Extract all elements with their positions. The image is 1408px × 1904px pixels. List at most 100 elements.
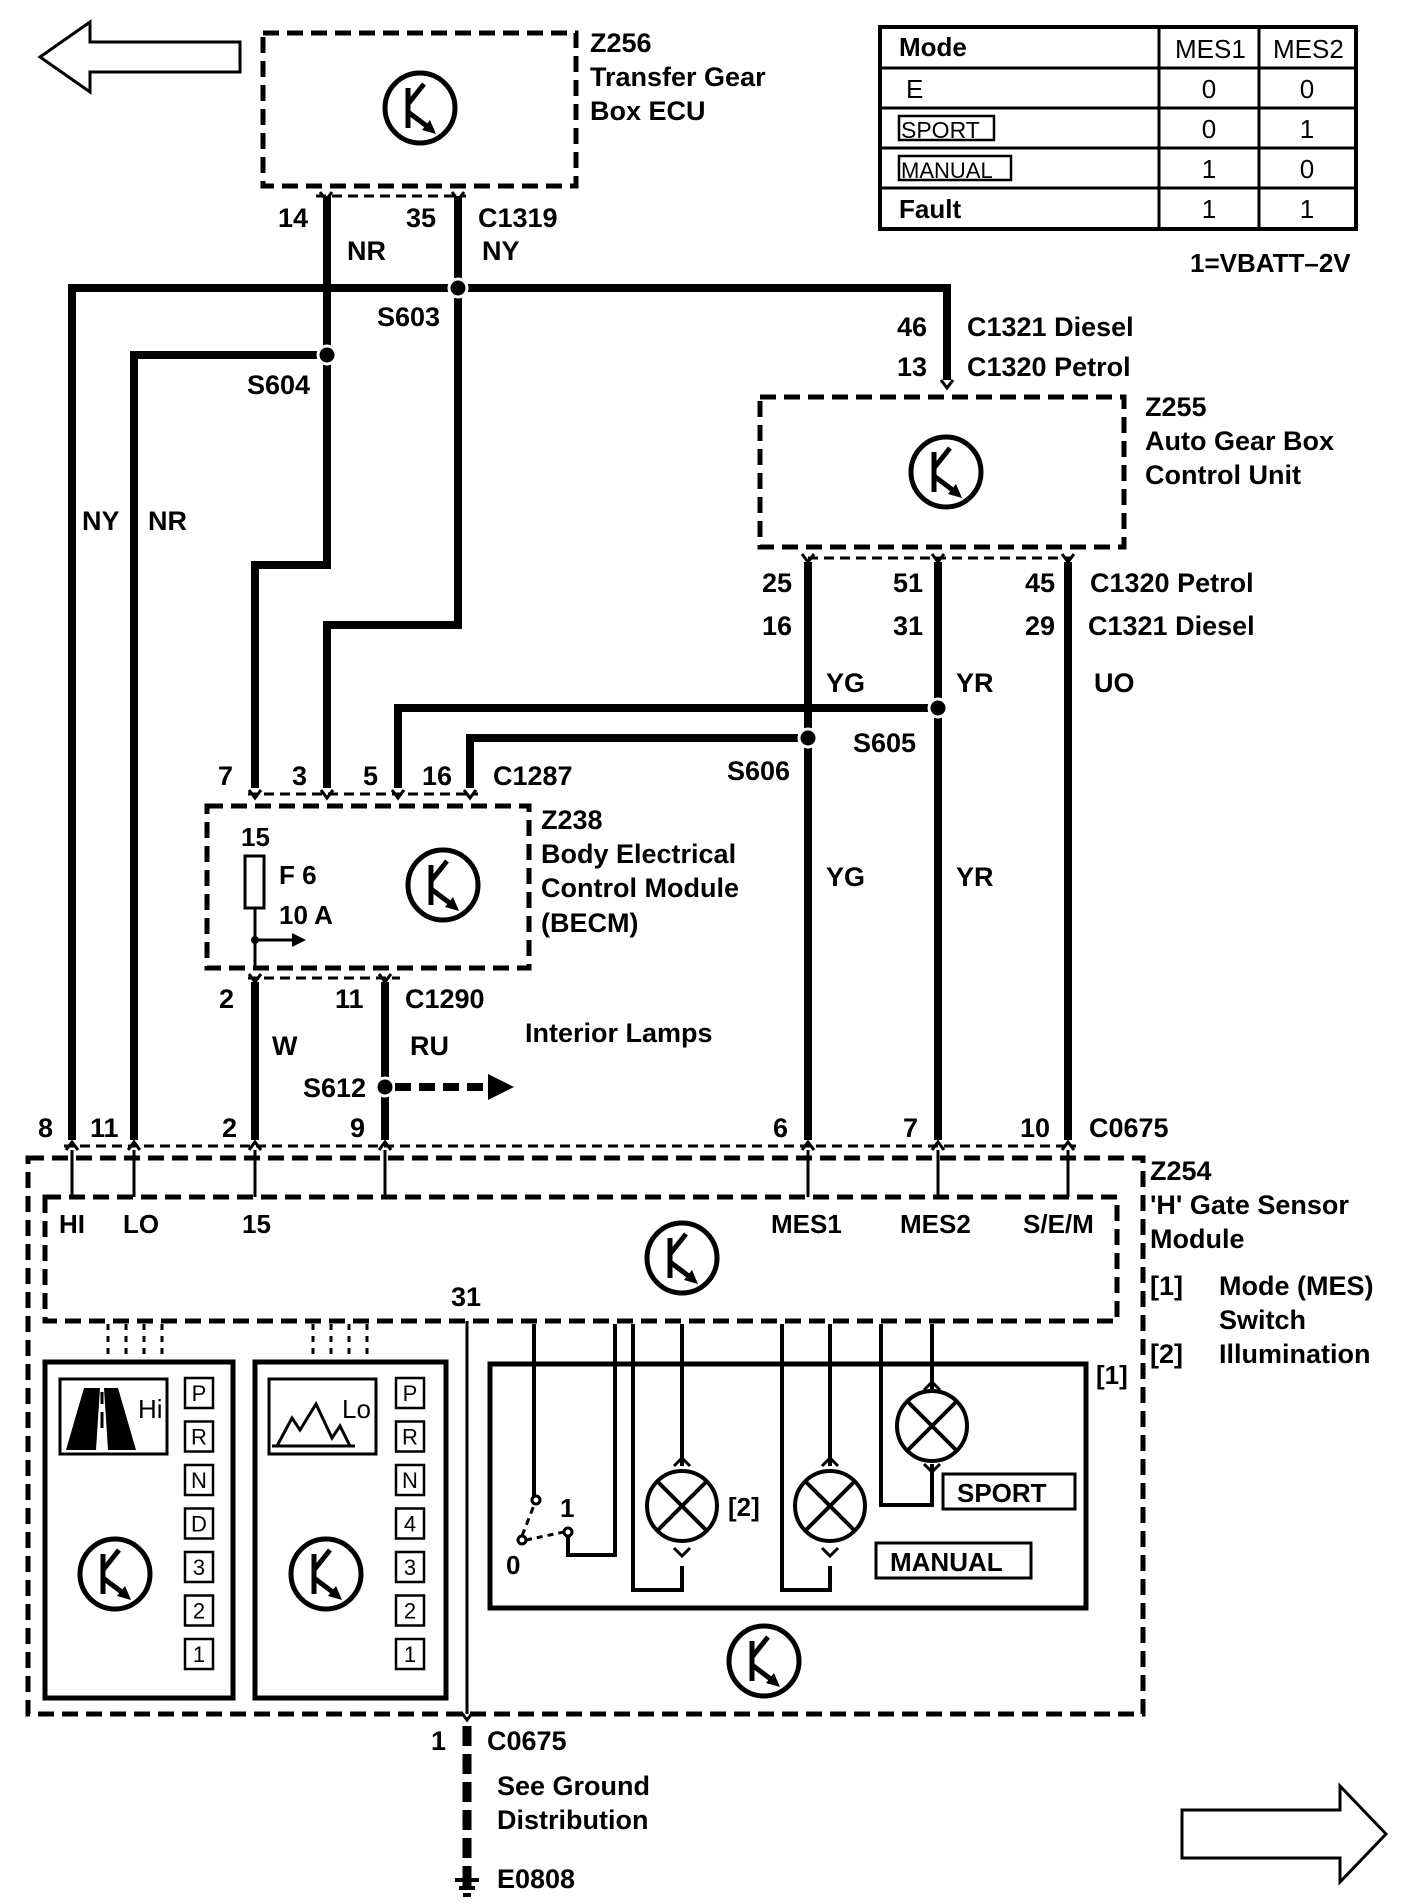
ground-pin-1: 1 (431, 1726, 446, 1756)
z238-body-electrical-control-module: Z238 Body Electrical Control Module (BEC… (204, 803, 739, 971)
splice-s604: S604 (247, 370, 310, 400)
mode-switch-ecu-icon (729, 1626, 799, 1696)
ground-line1: See Ground (497, 1771, 650, 1801)
hi-range-panel: Hi (42, 1359, 236, 1701)
table-row-mode: E (906, 74, 923, 104)
connector-c0675-b: C0675 (487, 1726, 567, 1756)
hi-gear-box (183, 1507, 215, 1540)
sport-label: SPORT (957, 1478, 1047, 1508)
lo-gear-box (394, 1594, 426, 1627)
pin-11: 11 (335, 984, 364, 1014)
lo-gear-label: R (402, 1425, 418, 1450)
lo-gear-label: 4 (404, 1512, 416, 1537)
z255-id: Z255 (1145, 392, 1207, 422)
road-icon (66, 1388, 136, 1450)
pin-16: 16 (422, 761, 452, 791)
z238-line3: (BECM) (541, 908, 638, 938)
hi-gear-box (183, 1376, 215, 1410)
wire-ny-left: NY (82, 506, 120, 536)
ref-1-box: [1] (1096, 1360, 1128, 1390)
legend-1-line2: Switch (1219, 1305, 1306, 1335)
pin-25: 25 (762, 568, 792, 598)
splice-s605-dot (927, 697, 949, 719)
connector-c1320-petrol: C1320 Petrol (967, 352, 1131, 382)
z256-line1: Transfer Gear (590, 62, 766, 92)
pin-2: 2 (219, 984, 234, 1014)
connector-c1290: C1290 (405, 984, 485, 1014)
lo-gear-box (394, 1550, 426, 1584)
connector-c1319: C1319 (478, 203, 558, 233)
gate-label-lo: LO (123, 1209, 159, 1239)
gate-label-sem: S/E/M (1023, 1209, 1094, 1239)
table-row-mes1: 1 (1202, 194, 1216, 224)
hi-label: Hi (138, 1394, 163, 1424)
lo-gear-label: N (402, 1468, 418, 1493)
gate-pin-7: 7 (903, 1113, 918, 1143)
z255-ecu-icon (911, 437, 981, 507)
lo-gear-box (394, 1420, 426, 1453)
z254-h-gate-sensor-module: Z254 'H' Gate Sensor Module HI LO 15 MES… (25, 1150, 1374, 1717)
previous-page-arrow-icon[interactable] (37, 19, 242, 95)
sport-lamp-icon (895, 1389, 969, 1463)
manual-label: MANUAL (890, 1547, 1003, 1577)
table-header-mes1: MES1 (1175, 34, 1246, 64)
table-row-mode-sport: SPORT (901, 117, 980, 143)
mode-table: Mode MES1 MES2 E 0 0 SPORT 0 1 MANUAL 1 … (878, 25, 1358, 231)
z254-line2: Module (1150, 1224, 1245, 1254)
z255-line2: Control Unit (1145, 460, 1301, 490)
wire-ny-top: NY (482, 236, 520, 266)
pin-35: 35 (406, 203, 436, 233)
illumination-lamp-icon (645, 1469, 719, 1543)
gate-pin-6: 6 (773, 1113, 788, 1143)
splice-s606-dot (797, 727, 819, 749)
ground-line2: Distribution (497, 1805, 648, 1835)
wire-nr-left: NR (148, 506, 187, 536)
table-row-mes2: 0 (1300, 154, 1314, 184)
splice-s605: S605 (853, 728, 916, 758)
pin-13: 13 (897, 352, 927, 382)
gate-pin-2: 2 (222, 1113, 237, 1143)
lo-gear-box (394, 1463, 426, 1497)
table-row-mes1: 0 (1202, 114, 1216, 144)
hi-gear-box (183, 1594, 215, 1627)
gate-pin-8: 8 (38, 1113, 53, 1143)
gate-label-hi: HI (59, 1209, 85, 1239)
gate-label-15: 15 (242, 1209, 271, 1239)
mountain-icon (275, 1400, 352, 1447)
table-row-mes2: 0 (1300, 74, 1314, 104)
legend-ref-1: [1] (1150, 1271, 1183, 1301)
table-row-mes2: 1 (1300, 114, 1314, 144)
table-row-mode-manual: MANUAL (901, 158, 993, 183)
z254-id: Z254 (1150, 1156, 1212, 1186)
hi-gear-box (183, 1420, 215, 1453)
fuse-icon (243, 854, 266, 910)
connector-c1321-diesel: C1321 Diesel (967, 312, 1134, 342)
hi-gear-label: N (191, 1468, 207, 1493)
hi-gear-label: 3 (193, 1555, 205, 1580)
splice-s603-dot (447, 277, 469, 299)
legend-2-line1: Illumination (1219, 1339, 1371, 1369)
splice-s612: S612 (303, 1073, 366, 1103)
splice-s612-dot (374, 1076, 396, 1098)
z255-line1: Auto Gear Box (1145, 426, 1334, 456)
fuse-rating: 10 A (279, 900, 333, 930)
gate-pin-10: 10 (1020, 1113, 1050, 1143)
lo-gear-box (394, 1637, 426, 1671)
next-page-arrow-icon[interactable] (1180, 1782, 1389, 1886)
mode-switch-icon: 1 0 (506, 1493, 574, 1580)
switch-pos-1: 1 (560, 1493, 574, 1523)
z256-line2: Box ECU (590, 96, 706, 126)
wire-w: W (272, 1031, 298, 1061)
pin-16-ecu: 16 (762, 611, 792, 641)
hi-gear-box (183, 1463, 215, 1497)
ground-id: E0808 (497, 1864, 575, 1894)
z254-line1: 'H' Gate Sensor (1150, 1190, 1349, 1220)
fuse-name: F 6 (279, 860, 317, 890)
legend-ref-2: [2] (1150, 1339, 1183, 1369)
pin-51: 51 (893, 568, 923, 598)
wire-yg-upper: YG (826, 668, 865, 698)
pin-31-ecu: 31 (893, 611, 923, 641)
z256-id: Z256 (590, 28, 652, 58)
z238-line1: Body Electrical (541, 839, 736, 869)
hi-panel-ecu-icon (80, 1539, 150, 1609)
